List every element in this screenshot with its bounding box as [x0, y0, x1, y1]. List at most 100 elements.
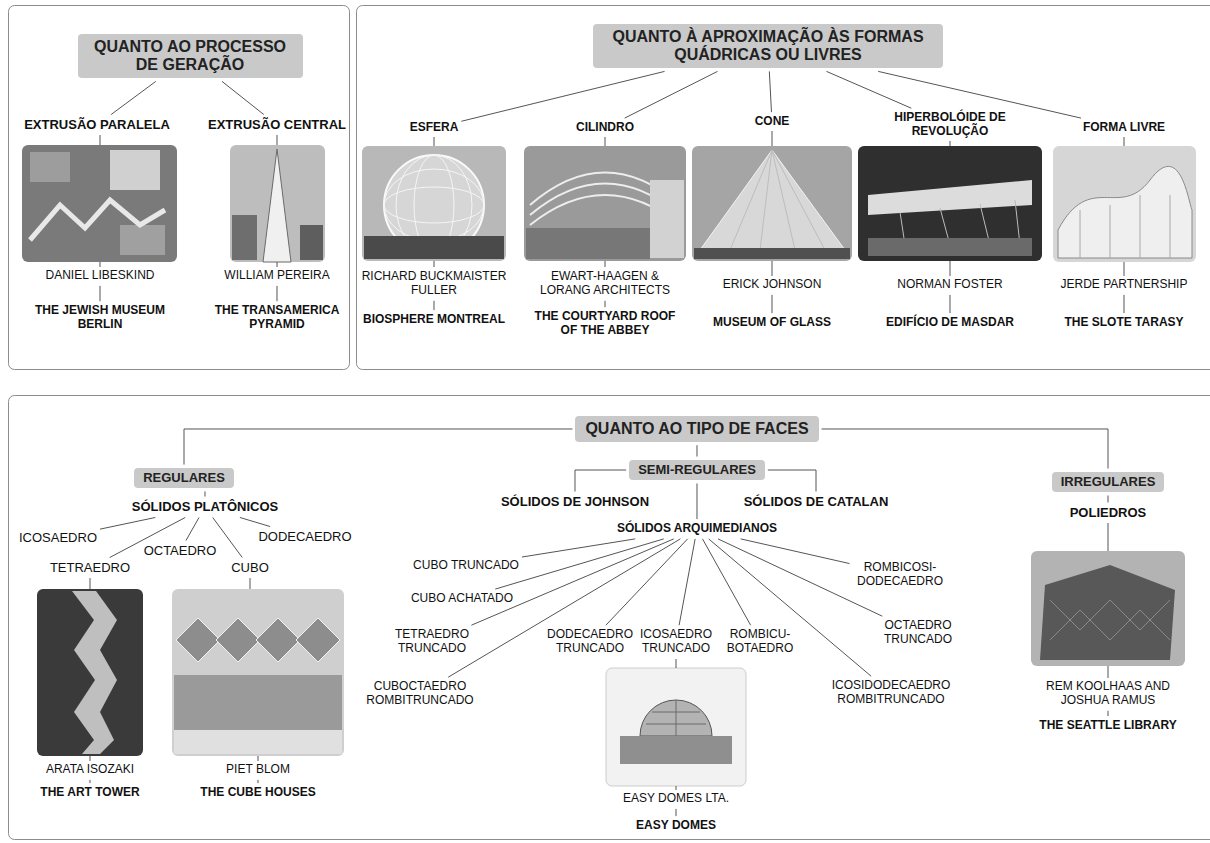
building-name: BIOSPHERE MONTREAL — [363, 313, 505, 327]
architect-name: RICHARD BUCKMAISTER FULLER — [357, 270, 512, 298]
leader-line — [100, 135, 101, 145]
node-text: ICOSAEDRO — [19, 531, 97, 546]
connector-line — [213, 517, 243, 557]
photo-detail — [120, 225, 165, 255]
leader-line — [90, 756, 91, 761]
connector-line — [606, 539, 688, 625]
solid-name: DODECAEDRO TRUNCADO — [540, 628, 640, 656]
panel-frame — [357, 6, 1210, 370]
leader-line — [772, 131, 773, 146]
node-text: ROMBICOSI- DODECAEDRO — [853, 561, 948, 589]
type-label: ESFERA — [410, 121, 459, 135]
leader-line — [605, 261, 606, 267]
photo-detail — [868, 238, 1032, 256]
connector-line — [184, 429, 572, 465]
connector-line — [696, 445, 697, 456]
photo-seattle-library — [1031, 551, 1185, 666]
node-text: TETRAEDRO — [50, 561, 130, 576]
solid-name: CUBOCTAEDRO ROMBITRUNCADO — [360, 680, 480, 708]
category-label: SÓLIDOS PLATÔNICOS — [132, 500, 278, 515]
photo-detail — [700, 150, 845, 250]
building-name: THE JEWISH MUSEUM BERLIN — [30, 304, 170, 332]
photo-detail — [176, 618, 220, 662]
connector-line — [741, 539, 850, 564]
connector-line — [696, 483, 697, 519]
architect-name: EWART-HAAGEN & LORANG ARCHITECTS — [535, 270, 675, 298]
photo-ground — [524, 146, 686, 261]
photo-detail — [526, 228, 650, 259]
solid-name: OCTAEDRO — [144, 544, 217, 559]
node-text: SÓLIDOS DE JOHNSON — [501, 495, 649, 510]
building-name: MUSEUM OF GLASS — [713, 316, 831, 330]
connector-line — [676, 809, 677, 816]
node-text: ICOSAEDRO TRUNCADO — [631, 628, 721, 656]
photo-ground — [858, 146, 1042, 261]
leader-line — [1108, 666, 1109, 678]
connector-line — [771, 295, 772, 313]
node-text: QUANTO AO TIPO DE FACES — [585, 420, 808, 438]
photo-detail — [110, 150, 160, 190]
node-text: JERDE PARTNERSHIP — [1061, 278, 1188, 292]
solid-name: OCTAEDRO TRUNCADO — [876, 619, 961, 647]
leader-lines — [90, 131, 1124, 790]
node-text: THE JEWISH MUSEUM BERLIN — [30, 304, 170, 332]
photo-detail — [1040, 565, 1175, 660]
connector-line — [433, 301, 434, 310]
group-header: IRREGULARES — [1052, 472, 1165, 493]
node-text: EWART-HAAGEN & LORANG ARCHITECTS — [535, 270, 675, 298]
photo-courtyard-roof — [524, 146, 686, 261]
node-text: FORMA LIVRE — [1083, 121, 1165, 135]
node-text: IRREGULARES — [1061, 475, 1156, 490]
photo-ground — [230, 145, 325, 262]
photo-art-tower — [37, 589, 143, 756]
photo-cube-houses — [172, 589, 344, 756]
connector-line — [1107, 495, 1108, 502]
leader-line — [434, 137, 435, 146]
panel-frame — [9, 6, 350, 370]
node-text: PIET BLOM — [226, 763, 290, 777]
connector-line — [1123, 295, 1124, 313]
photo-slote-tarasy — [1053, 146, 1196, 262]
solid-name: CUBO ACHATADO — [411, 592, 513, 606]
leader-line — [1124, 137, 1125, 146]
connector-line — [822, 429, 1108, 469]
photo-detail — [640, 700, 712, 736]
connector-line — [826, 71, 911, 108]
leader-line — [772, 261, 773, 276]
type-label: CONE — [755, 115, 790, 129]
leader-line — [605, 137, 606, 146]
photo-detail — [1050, 600, 1170, 640]
photo-ground — [362, 146, 506, 261]
connector-line — [240, 517, 270, 526]
node-text: THE SLOTE TARASY — [1064, 316, 1183, 330]
node-text: BIOSPHERE MONTREAL — [363, 313, 505, 327]
connector-line — [1108, 711, 1109, 716]
photo-museum-of-glass — [692, 146, 852, 261]
photo-ground — [37, 589, 143, 756]
photo-detail — [296, 618, 340, 662]
photo-detail — [694, 248, 850, 259]
node-text: SÓLIDOS ARQUIMEDIANOS — [617, 522, 777, 536]
category-label: SÓLIDOS DE CATALAN — [744, 495, 889, 510]
node-text: QUANTO À APROXIMAÇÃO ÀS FORMAS QUÁDRICAS… — [603, 28, 933, 65]
leader-line — [250, 578, 251, 589]
photo-detail — [256, 618, 300, 662]
photo-detail — [1080, 195, 1170, 258]
connector-line — [769, 71, 771, 112]
photo-detail — [364, 236, 504, 259]
connector-line — [257, 780, 258, 783]
photo-transamerica — [230, 145, 325, 262]
photo-detail — [300, 225, 323, 260]
solid-name: ROMBICU- BOTAEDRO — [720, 628, 800, 656]
connector-line — [703, 539, 751, 625]
node-text: MUSEUM OF GLASS — [713, 316, 831, 330]
node-text: EXTRUSÃO PARALELA — [24, 118, 170, 133]
type-label: CILINDRO — [576, 121, 634, 135]
node-text: POLIEDROS — [1070, 506, 1147, 521]
leader-line — [258, 756, 259, 761]
node-text: QUANTO AO PROCESSO DE GERAÇÃO — [88, 38, 293, 75]
photo-masdar — [858, 146, 1042, 261]
node-text: WILLIAM PEREIRA — [224, 269, 329, 283]
leader-line — [277, 135, 278, 145]
